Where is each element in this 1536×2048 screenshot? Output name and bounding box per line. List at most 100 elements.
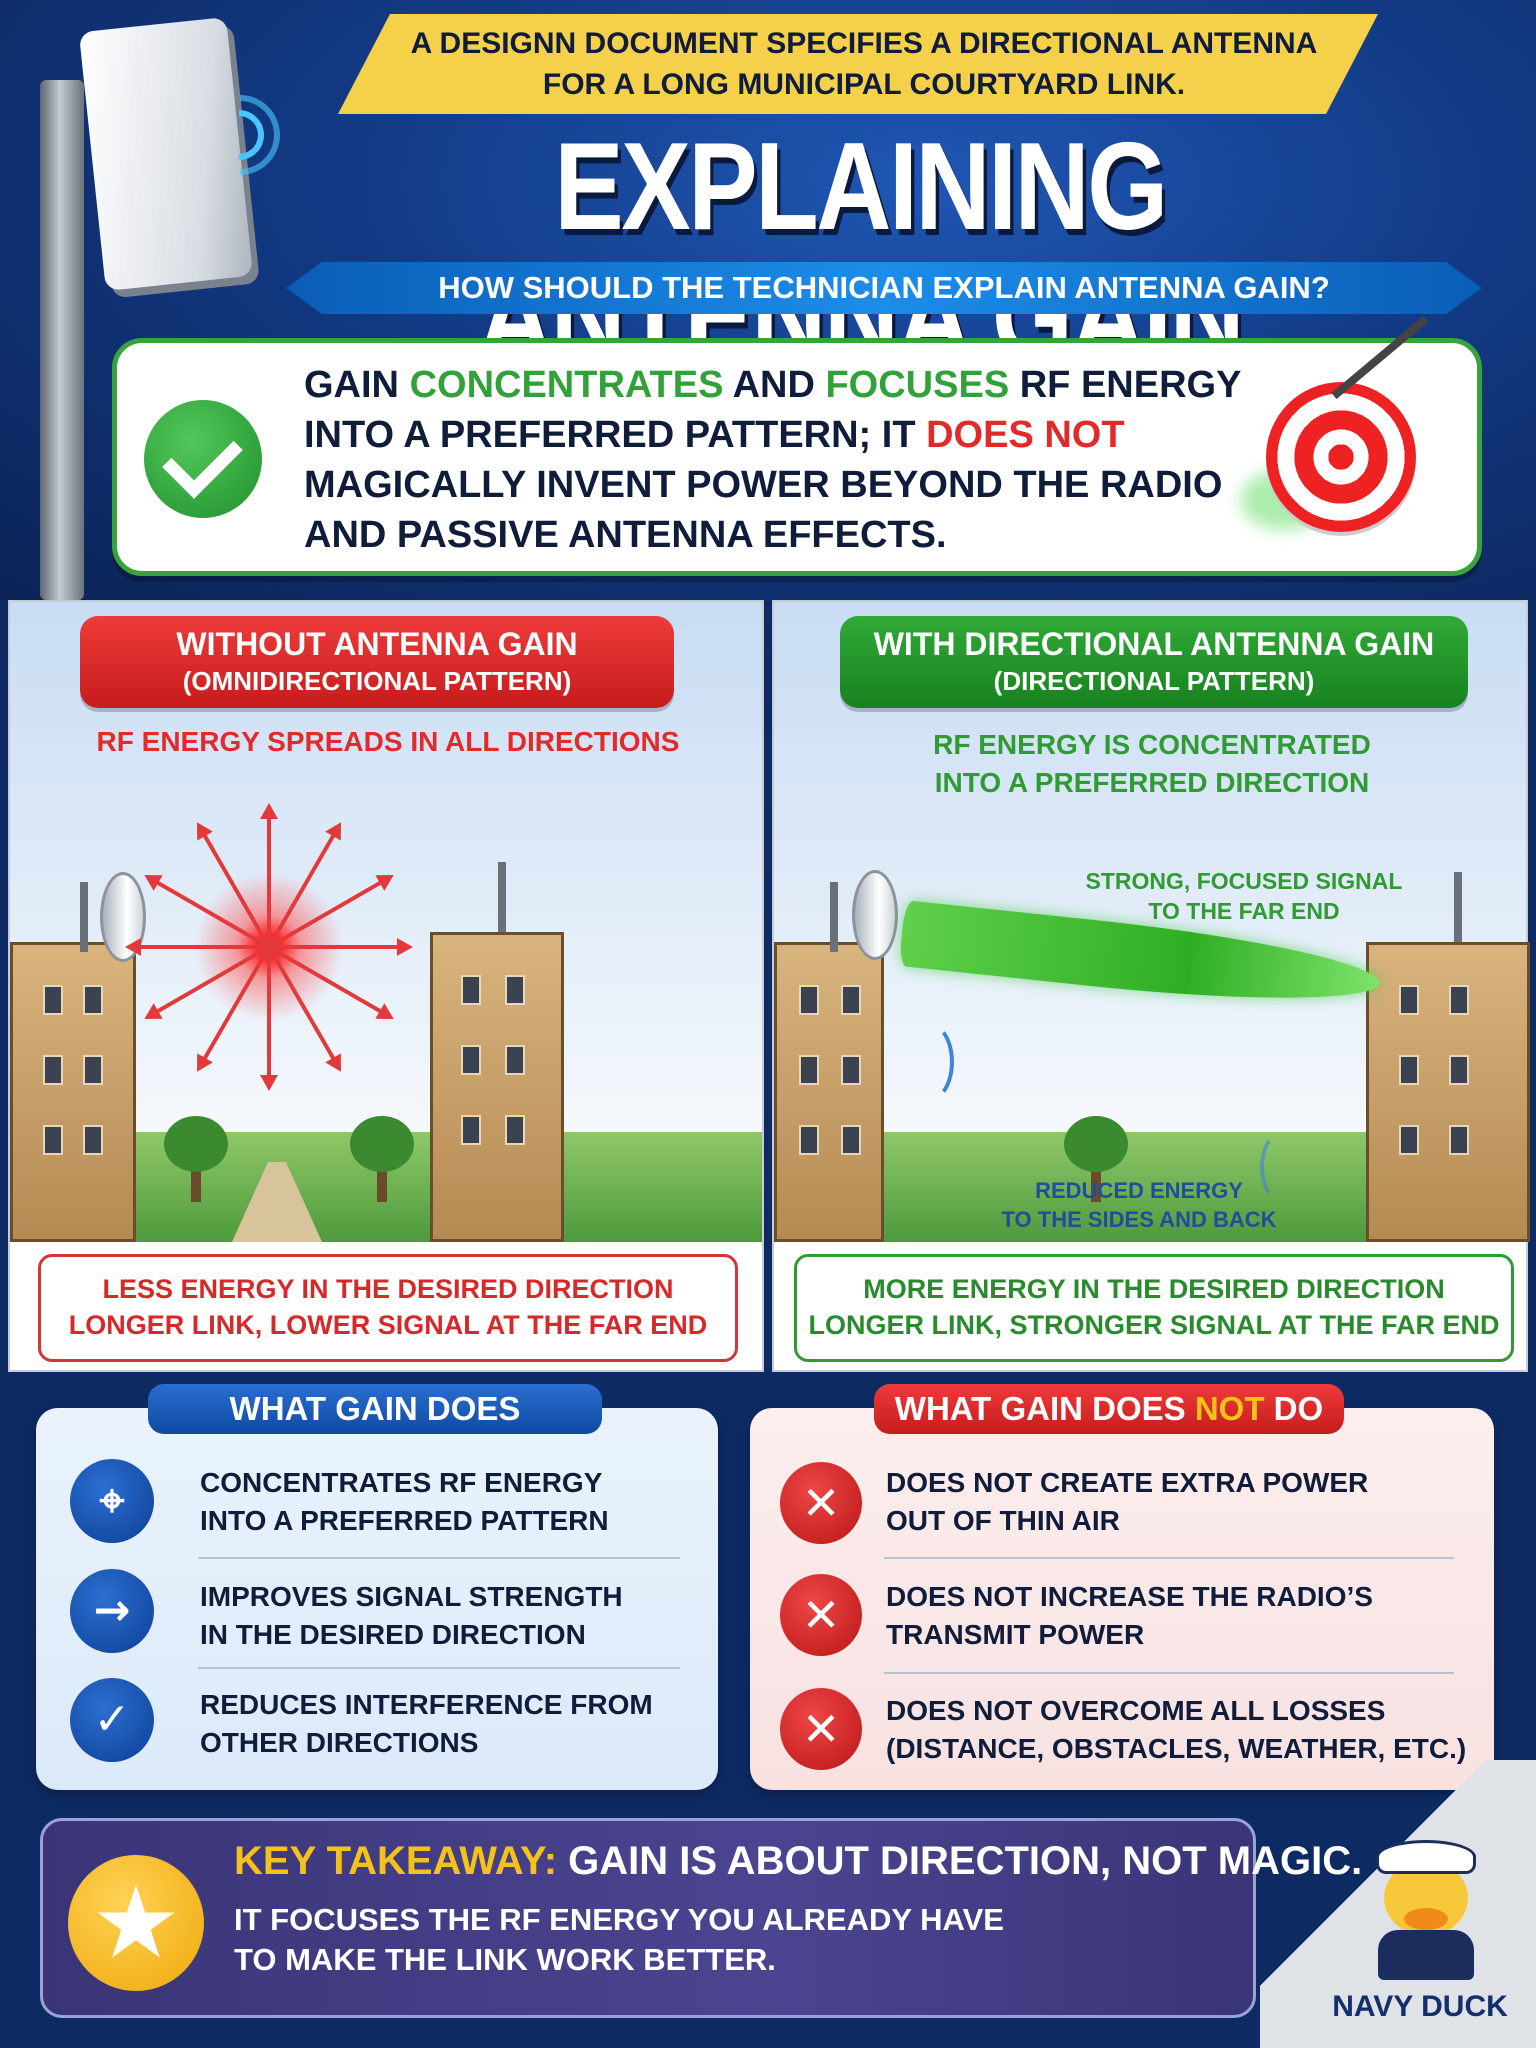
directional-caption-line-1: RF ENERGY IS CONCENTRATED [933, 729, 1371, 760]
omni-title-text: WITHOUT ANTENNA GAIN [176, 626, 578, 662]
answer-word: AND [723, 364, 826, 406]
omni-caption: RF ENERGY SPREADS IN ALL DIRECTIONS [96, 726, 680, 757]
directional-panel-title: WITH DIRECTIONAL ANTENNA GAIN (DIRECTION… [840, 616, 1468, 708]
dish-antenna-icon [100, 872, 146, 962]
answer-word: GAIN [304, 364, 410, 406]
does-not-item-3-line-2: (DISTANCE, OBSTACLES, WEATHER, ETC.) [886, 1733, 1467, 1764]
does-not-item-2-line-2: TRANSMIT POWER [886, 1619, 1145, 1650]
window [799, 1125, 819, 1155]
divider [198, 1557, 680, 1559]
answer-line-2: INTO A PREFERRED PATTERN; IT [304, 414, 927, 456]
does-item-3: REDUCES INTERFERENCE FROM OTHER DIRECTIO… [200, 1686, 653, 1762]
omni-subtitle-text: (OMNIDIRECTIONAL PATTERN) [182, 666, 572, 696]
takeaway-line-2: TO MAKE THE LINK WORK BETTER. [234, 1942, 776, 1977]
window [83, 1055, 103, 1085]
directional-result-line-1: MORE ENERGY IN THE DESIRED DIRECTION [863, 1274, 1445, 1304]
side-lobe-wave-icon [904, 1022, 954, 1102]
rf-ray [267, 947, 271, 1087]
answer-word: RF ENERGY [1009, 364, 1242, 406]
omni-panel-title: WITHOUT ANTENNA GAIN (OMNIDIRECTIONAL PA… [80, 616, 674, 708]
target-icon [1266, 382, 1416, 532]
omnidirectional-panel: WITHOUT ANTENNA GAIN (OMNIDIRECTIONAL PA… [8, 600, 764, 1372]
arrow-right-icon: → [70, 1569, 154, 1653]
window [461, 1115, 481, 1145]
does-item-3-line-1: REDUCES INTERFERENCE FROM [200, 1689, 653, 1720]
directional-subtitle-text: (DIRECTIONAL PATTERN) [993, 666, 1315, 696]
intro-line-2: FOR A LONG MUNICIPAL COURTYARD LINK. [542, 68, 1186, 101]
rf-ray [269, 938, 413, 956]
side-energy-line-2: TO THE SIDES AND BACK [1001, 1207, 1277, 1232]
directional-caption-line-2: INTO A PREFERRED DIRECTION [934, 767, 1370, 798]
navy-duck-mascot-icon [1370, 1830, 1480, 1980]
tree [350, 1116, 414, 1172]
question-bar: HOW SHOULD THE TECHNICIAN EXPLAIN ANTENN… [286, 262, 1482, 314]
does-not-title-a: WHAT GAIN DOES [894, 1390, 1195, 1427]
tree [1064, 1116, 1128, 1172]
does-not-title-c: DO [1264, 1390, 1324, 1427]
antenna-mast [830, 882, 838, 952]
duck-uniform [1378, 1930, 1474, 1980]
answer-text: GAIN CONCENTRATES AND FOCUSES RF ENERGY … [304, 360, 1244, 560]
intro-line-1: A DESIGNN DOCUMENT SPECIFIES A DIRECTION… [410, 27, 1318, 60]
window [461, 1045, 481, 1075]
what-gain-does-not-do-title: WHAT GAIN DOES NOT DO [874, 1384, 1344, 1434]
window [505, 975, 525, 1005]
window [841, 1055, 861, 1085]
does-not-title-not: NOT [1194, 1390, 1265, 1427]
tree [164, 1116, 228, 1172]
intro-text: A DESIGNN DOCUMENT SPECIFIES A DIRECTION… [374, 23, 1354, 105]
antenna-mast [1454, 872, 1462, 942]
divider [198, 1667, 680, 1669]
does-not-item-2: DOES NOT INCREASE THE RADIO’S TRANSMIT P… [886, 1578, 1373, 1654]
antenna-mast [498, 862, 506, 932]
directional-result-line-2: LONGER LINK, STRONGER SIGNAL AT THE FAR … [808, 1310, 1500, 1340]
divider [884, 1557, 1454, 1559]
takeaway-body: IT FOCUSES THE RF ENERGY YOU ALREADY HAV… [234, 1900, 1034, 1980]
building-right [430, 932, 564, 1242]
omni-result-line-2: LONGER LINK, LOWER SIGNAL AT THE FAR END [68, 1310, 708, 1340]
does-item-3-line-2: OTHER DIRECTIONS [200, 1727, 479, 1758]
does-item-2: IMPROVES SIGNAL STRENGTH IN THE DESIRED … [200, 1578, 623, 1654]
beam-label: STRONG, FOCUSED SIGNAL TO THE FAR END [1074, 866, 1414, 926]
window [83, 1125, 103, 1155]
omni-result-card: LESS ENERGY IN THE DESIRED DIRECTION LON… [38, 1254, 738, 1362]
does-not-item-3-line-1: DOES NOT OVERCOME ALL LOSSES [886, 1695, 1386, 1726]
takeaway-line-1: IT FOCUSES THE RF ENERGY YOU ALREADY HAV… [234, 1902, 1004, 1937]
answer-card [112, 338, 1482, 576]
answer-line-4: AND PASSIVE ANTENNA EFFECTS. [304, 514, 947, 556]
omni-result-line-1: LESS ENERGY IN THE DESIRED DIRECTION [102, 1274, 674, 1304]
window [43, 1055, 63, 1085]
window [1399, 1125, 1419, 1155]
what-gain-does-not-do-card [750, 1408, 1494, 1790]
beam-label-line-1: STRONG, FOCUSED SIGNAL [1085, 868, 1403, 894]
directional-panel: WITH DIRECTIONAL ANTENNA GAIN (DIRECTION… [772, 600, 1530, 1372]
answer-word-does-not: DOES NOT [926, 414, 1125, 456]
window [841, 985, 861, 1015]
side-lobe-wave-icon [1260, 1132, 1300, 1202]
does-item-1-line-1: CONCENTRATES RF ENERGY [200, 1467, 603, 1498]
rf-ray [129, 945, 269, 949]
takeaway-label: KEY TAKEAWAY: [234, 1839, 558, 1883]
sailor-hat-icon [1376, 1840, 1476, 1874]
window [83, 985, 103, 1015]
dish-antenna-icon [852, 870, 898, 960]
window [799, 1055, 819, 1085]
takeaway-headline-text: GAIN IS ABOUT DIRECTION, NOT MAGIC. [557, 1839, 1363, 1883]
does-not-item-1-line-2: OUT OF THIN AIR [886, 1505, 1120, 1536]
intro-banner: A DESIGNN DOCUMENT SPECIFIES A DIRECTION… [338, 14, 1378, 114]
checkmark-icon [144, 400, 262, 518]
window [461, 975, 481, 1005]
window [841, 1125, 861, 1155]
x-icon: ✕ [780, 1462, 862, 1544]
what-gain-does-title: WHAT GAIN DOES [148, 1384, 602, 1434]
answer-line-3: MAGICALLY INVENT POWER BEYOND THE RADIO [304, 464, 1223, 506]
side-energy-line-1: REDUCED ENERGY [1035, 1178, 1243, 1203]
does-not-item-1: DOES NOT CREATE EXTRA POWER OUT OF THIN … [886, 1464, 1368, 1540]
window [1399, 1055, 1419, 1085]
rf-ray [267, 807, 271, 947]
shield-check-icon: ✓ [70, 1678, 154, 1762]
tree [191, 1162, 201, 1202]
window [43, 985, 63, 1015]
does-item-1-line-2: INTO A PREFERRED PATTERN [200, 1505, 609, 1536]
tree [377, 1162, 387, 1202]
